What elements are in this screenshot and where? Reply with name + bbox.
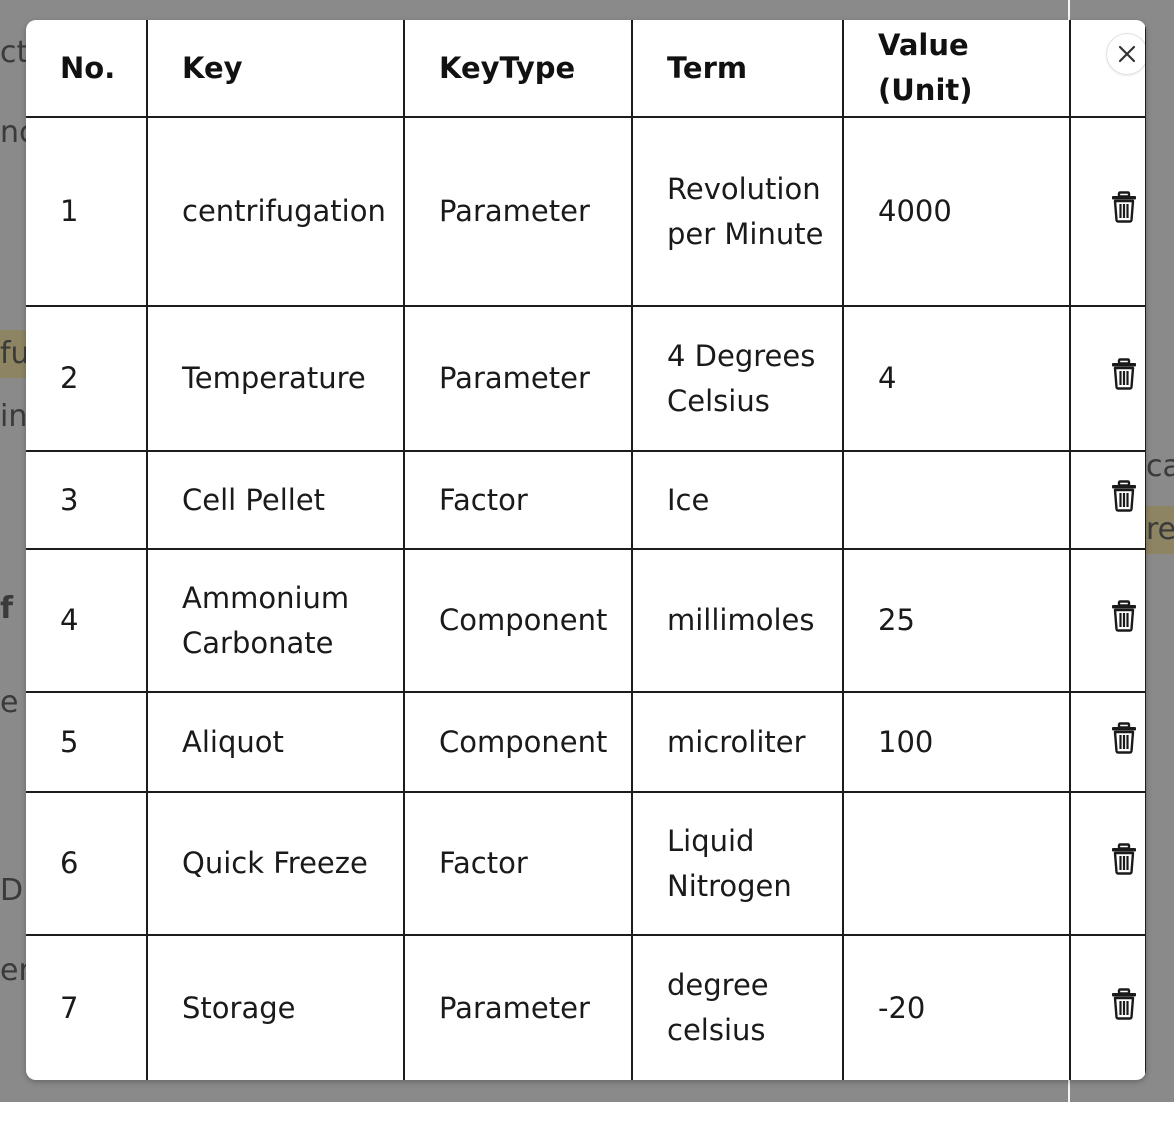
cell-no: 1 bbox=[26, 116, 148, 307]
trash-icon bbox=[1112, 358, 1136, 390]
action-cell bbox=[1069, 305, 1146, 452]
table-row: 2 Temperature Parameter 4 Degrees Celsiu… bbox=[26, 305, 1146, 452]
close-icon bbox=[1118, 45, 1136, 63]
cell-term: millimoles bbox=[631, 548, 844, 693]
close-button[interactable] bbox=[1107, 34, 1144, 74]
table-row: 5 Aliquot Component microliter 100 bbox=[26, 691, 1146, 793]
cell-term: 4 Degrees Celsius bbox=[631, 305, 844, 452]
delete-row-button[interactable] bbox=[1107, 839, 1141, 879]
cell-no: 3 bbox=[26, 450, 148, 550]
cell-term: Revolution per Minute bbox=[631, 116, 844, 307]
cell-no: 5 bbox=[26, 691, 148, 793]
backdrop-text-fragment: f bbox=[0, 594, 14, 624]
trash-icon bbox=[1112, 721, 1136, 754]
cell-no: 4 bbox=[26, 548, 148, 693]
table-row: 1 centrifugation Parameter Revolution pe… bbox=[26, 116, 1146, 307]
cell-value bbox=[842, 450, 1071, 550]
backdrop-text-fragment: DH bbox=[0, 876, 26, 906]
cell-value: 4 bbox=[842, 305, 1071, 452]
column-header-value-unit: Value (Unit) bbox=[842, 20, 1071, 118]
backdrop-text-fragment: er bbox=[0, 956, 26, 986]
backdrop-text-fragment: nc bbox=[0, 118, 26, 148]
table-row: 7 Storage Parameter degree celsius -20 bbox=[26, 934, 1146, 1080]
backdrop-highlighted-text-fragment: fu bbox=[0, 330, 26, 378]
action-cell bbox=[1069, 791, 1146, 936]
column-header-no: No. bbox=[26, 20, 148, 118]
backdrop-highlighted-text-fragment: re bbox=[1146, 506, 1174, 554]
column-header-term: Term bbox=[631, 20, 844, 118]
cell-key: Ammonium Carbonate bbox=[146, 548, 405, 693]
action-cell bbox=[1069, 116, 1146, 307]
trash-icon bbox=[1112, 843, 1136, 875]
cell-key-type: Parameter bbox=[403, 934, 633, 1080]
cell-no: 2 bbox=[26, 305, 148, 452]
cell-no: 7 bbox=[26, 934, 148, 1080]
cell-key: centrifugation bbox=[146, 116, 405, 307]
delete-row-button[interactable] bbox=[1107, 596, 1141, 636]
table-row: 3 Cell Pellet Factor Ice bbox=[26, 450, 1146, 550]
cell-term: microliter bbox=[631, 691, 844, 793]
cell-value bbox=[842, 791, 1071, 936]
delete-row-button[interactable] bbox=[1107, 476, 1141, 516]
trash-icon bbox=[1112, 600, 1136, 632]
cell-value: 4000 bbox=[842, 116, 1071, 307]
cell-key: Quick Freeze bbox=[146, 791, 405, 936]
delete-row-button[interactable] bbox=[1107, 187, 1141, 227]
cell-value: 25 bbox=[842, 548, 1071, 693]
backdrop-text-fragment: ct bbox=[0, 38, 26, 68]
cell-value: 100 bbox=[842, 691, 1071, 793]
cell-no: 6 bbox=[26, 791, 148, 936]
cell-key-type: Component bbox=[403, 691, 633, 793]
cell-key-type: Parameter bbox=[403, 116, 633, 307]
cell-key-type: Parameter bbox=[403, 305, 633, 452]
column-header-key: Key bbox=[146, 20, 405, 118]
key-term-table: No. Key KeyType Term Value (Unit) 1 cent… bbox=[26, 20, 1146, 1080]
trash-icon bbox=[1112, 191, 1136, 223]
table-header-row: No. Key KeyType Term Value (Unit) bbox=[26, 20, 1146, 118]
cell-key-type: Factor bbox=[403, 450, 633, 550]
bottom-strip bbox=[0, 1102, 1174, 1130]
cell-key: Cell Pellet bbox=[146, 450, 405, 550]
trash-icon bbox=[1112, 479, 1136, 512]
delete-row-button[interactable] bbox=[1107, 718, 1141, 758]
close-cell bbox=[1069, 20, 1146, 118]
cell-term: degree celsius bbox=[631, 934, 844, 1080]
backdrop-text-fragment: in bbox=[0, 402, 26, 432]
cell-term: Liquid Nitrogen bbox=[631, 791, 844, 936]
cell-key: Aliquot bbox=[146, 691, 405, 793]
table-row: 4 Ammonium Carbonate Component millimole… bbox=[26, 548, 1146, 693]
action-cell bbox=[1069, 934, 1146, 1080]
action-cell bbox=[1069, 548, 1146, 693]
trash-icon bbox=[1112, 987, 1136, 1020]
cell-value: -20 bbox=[842, 934, 1071, 1080]
cell-key-type: Factor bbox=[403, 791, 633, 936]
column-header-key-type: KeyType bbox=[403, 20, 633, 118]
cell-key-type: Component bbox=[403, 548, 633, 693]
table-row: 6 Quick Freeze Factor Liquid Nitrogen bbox=[26, 791, 1146, 936]
backdrop-text-fragment: ca bbox=[1146, 452, 1174, 482]
delete-row-button[interactable] bbox=[1107, 984, 1141, 1024]
action-cell bbox=[1069, 691, 1146, 793]
cell-key: Temperature bbox=[146, 305, 405, 452]
cell-term: Ice bbox=[631, 450, 844, 550]
cell-key: Storage bbox=[146, 934, 405, 1080]
key-term-modal: No. Key KeyType Term Value (Unit) 1 cent… bbox=[26, 20, 1146, 1080]
action-cell bbox=[1069, 450, 1146, 550]
backdrop-text-fragment: e L bbox=[0, 688, 26, 718]
delete-row-button[interactable] bbox=[1107, 354, 1141, 394]
